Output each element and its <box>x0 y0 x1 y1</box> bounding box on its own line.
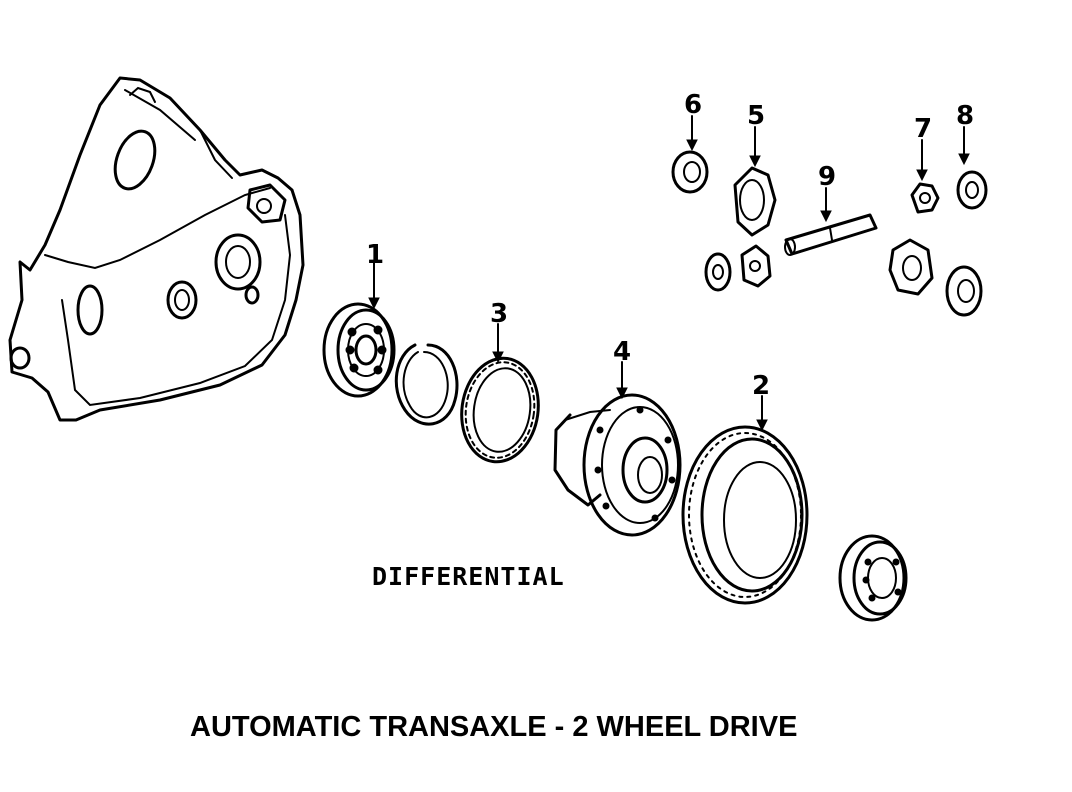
pinion-gear-part-7 <box>910 182 940 214</box>
callout-5: 5 <box>747 101 765 131</box>
bearing-lower-right <box>838 534 908 622</box>
differential-case-part-4 <box>553 393 682 537</box>
diagram-subtitle: DIFFERENTIAL <box>372 562 565 591</box>
leader-lines <box>368 115 970 432</box>
ring-gear-part-2 <box>681 425 809 605</box>
side-gear-part-5 <box>733 166 777 237</box>
washer-part-8 <box>956 170 988 210</box>
bearing-part-1 <box>322 302 396 398</box>
washer-part-6 <box>671 150 709 194</box>
gear-ring-part-3 <box>460 356 540 464</box>
pinion-shaft-part-9 <box>784 213 878 256</box>
callout-4: 4 <box>613 337 631 367</box>
callout-8: 8 <box>956 101 974 131</box>
callout-2: 2 <box>752 371 770 401</box>
callout-6: 6 <box>684 90 702 120</box>
lower-gear-set <box>704 238 983 317</box>
callout-9: 9 <box>818 162 836 192</box>
callout-7: 7 <box>914 114 932 144</box>
snap-ring <box>394 343 459 426</box>
diagram-title: AUTOMATIC TRANSAXLE - 2 WHEEL DRIVE <box>190 711 798 743</box>
transaxle-housing <box>8 76 305 422</box>
callout-3: 3 <box>490 299 508 329</box>
callout-1: 1 <box>366 240 384 270</box>
